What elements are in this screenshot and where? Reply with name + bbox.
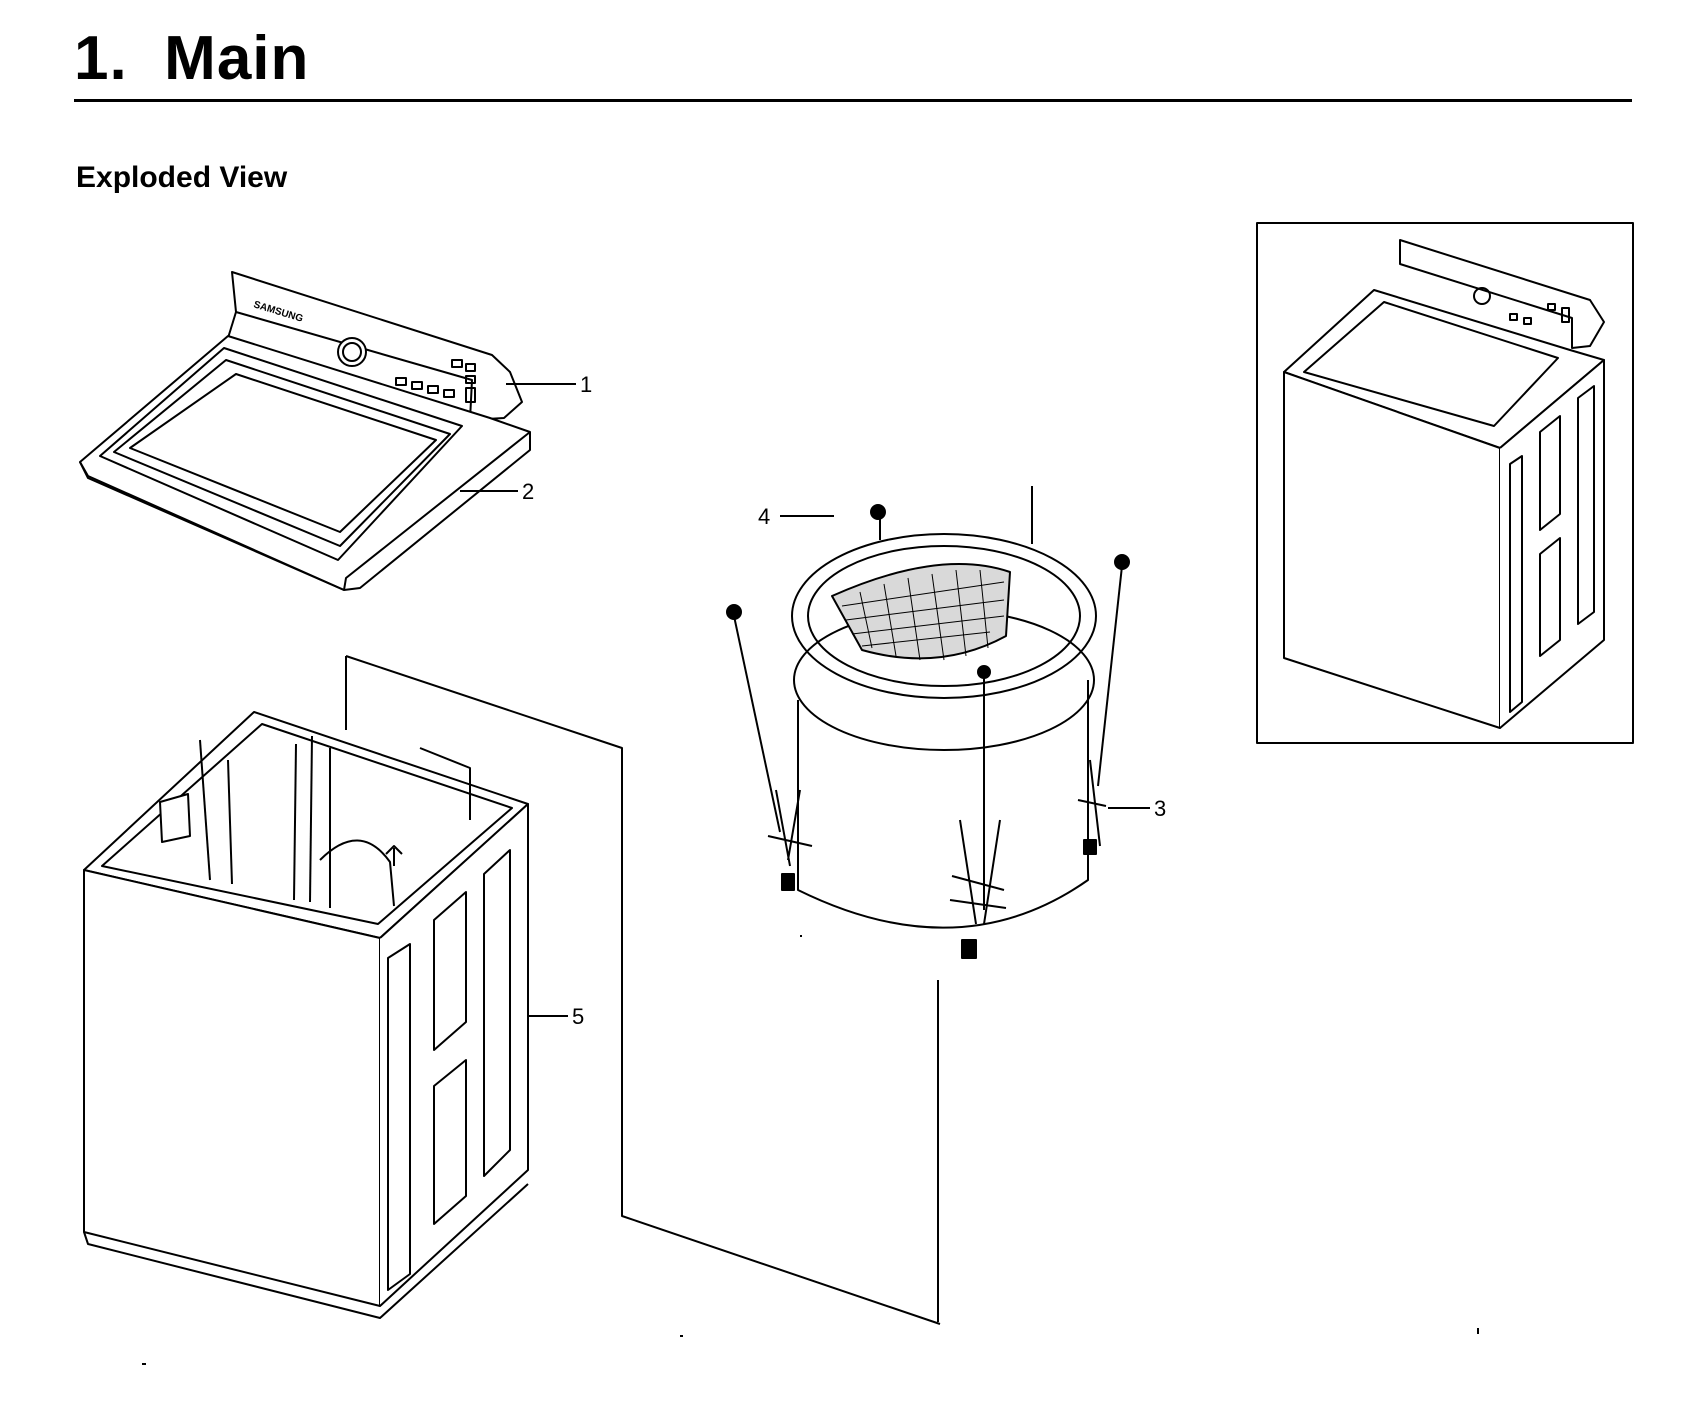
callout-5: 5 xyxy=(572,1004,584,1029)
heading-rule xyxy=(74,99,1632,102)
tub-assembly xyxy=(726,486,1150,1322)
assembled-washer-inset xyxy=(1256,222,1634,744)
cabinet-assembly xyxy=(83,655,941,1325)
section-heading: 1. Main xyxy=(74,28,309,90)
callout-1: 1 xyxy=(580,372,592,397)
callout-2: 2 xyxy=(522,479,534,504)
top-cover-assembly xyxy=(79,271,576,591)
section-number: 1. xyxy=(74,24,128,93)
exploded-view-subtitle: Exploded View xyxy=(76,161,288,194)
section-title: Main xyxy=(164,24,310,93)
callout-4: 4 xyxy=(758,504,770,529)
callout-3: 3 xyxy=(1154,796,1166,821)
